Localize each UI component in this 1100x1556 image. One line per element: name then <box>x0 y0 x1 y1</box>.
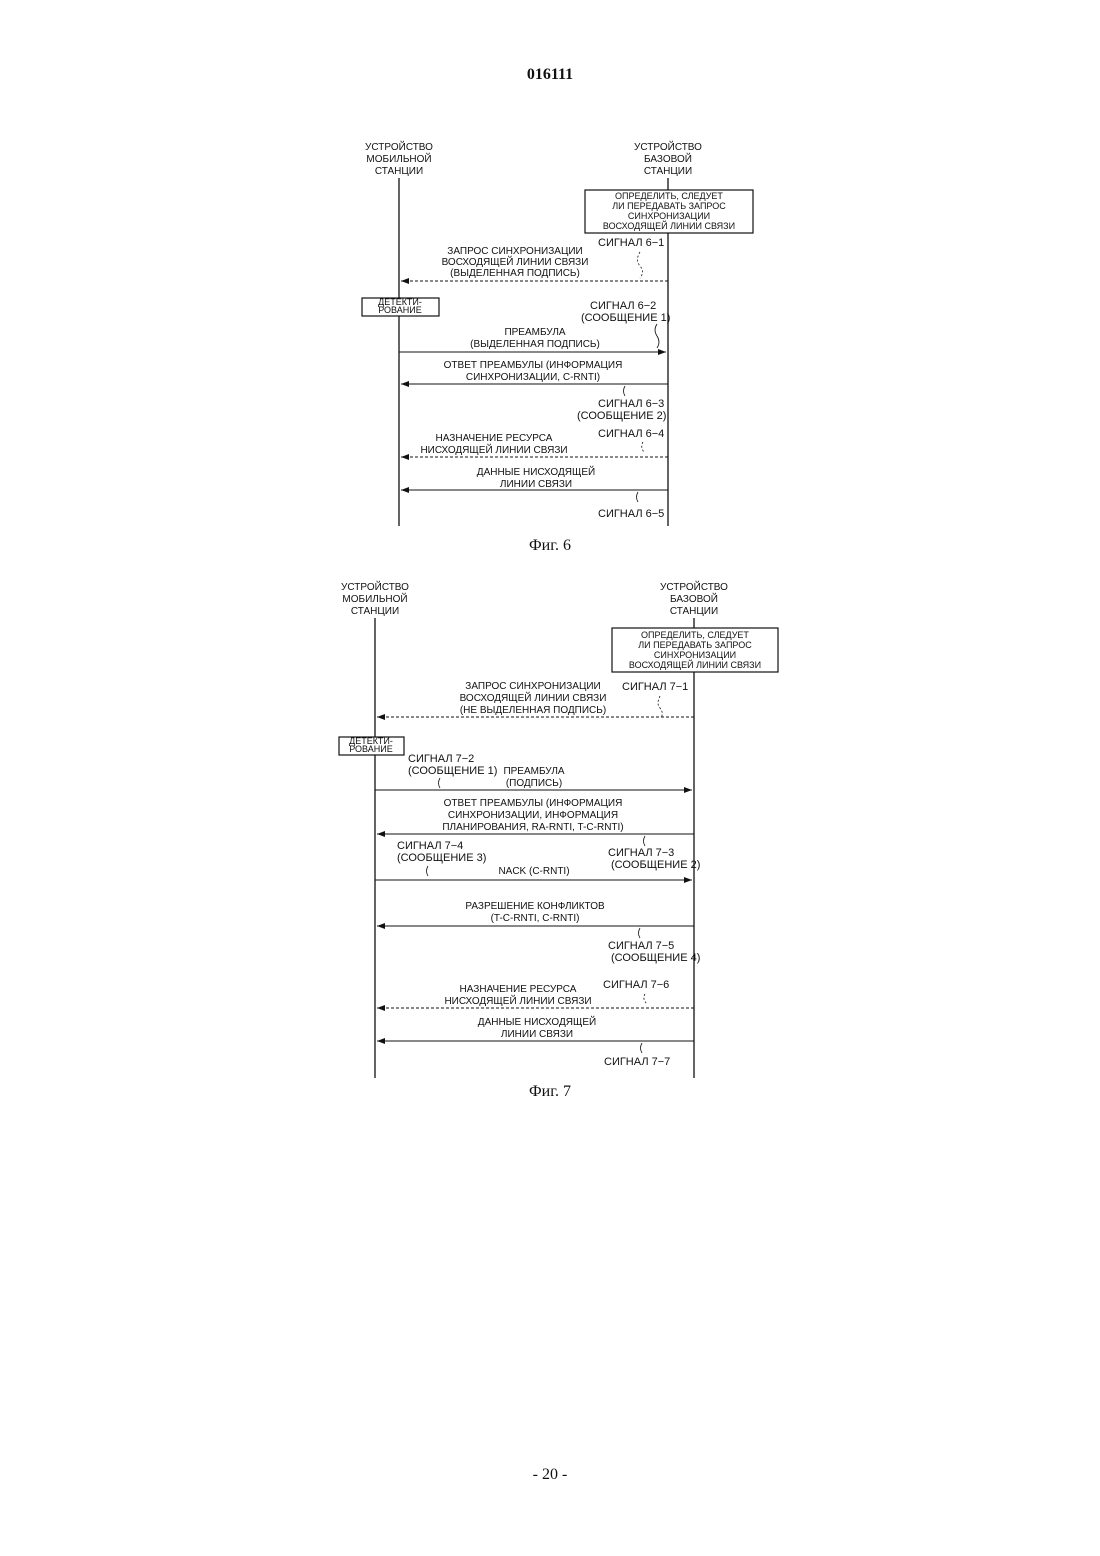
fig7-msg-2: ПРЕАМБУЛА(ПОДПИСЬ) <box>503 766 564 789</box>
fig6-msg-3: ОТВЕТ ПРЕАМБУЛЫ (ИНФОРМАЦИЯСИНХРОНИЗАЦИИ… <box>444 360 623 383</box>
fig7-msg-1: ЗАПРОС СИНХРОНИЗАЦИИВОСХОДЯЩЕЙ ЛИНИИ СВЯ… <box>460 681 607 716</box>
fig6-msg-1: ЗАПРОС СИНХРОНИЗАЦИИВОСХОДЯЩЕЙ ЛИНИИ СВЯ… <box>442 246 589 279</box>
fig7-signal-3: СИГНАЛ 7−3(СООБЩЕНИЕ 2) <box>608 847 700 871</box>
fig7-base-label: УСТРОЙСТВОБАЗОВОЙСТАНЦИИ <box>660 580 728 617</box>
fig6-msg-2: ПРЕАМБУЛА(ВЫДЕЛЕННАЯ ПОДПИСЬ) <box>470 327 600 350</box>
fig6-signal-5: СИГНАЛ 6−5 <box>598 508 664 520</box>
fig6-base-label: УСТРОЙСТВОБАЗОВОЙСТАНЦИИ <box>634 140 702 177</box>
fig7-msg-5: РАЗРЕШЕНИЕ КОНФЛИКТОВ(T-C-RNTI, C-RNTI) <box>465 901 605 924</box>
fig7-signal-6: СИГНАЛ 7−6 <box>603 979 669 991</box>
fig7-caption: Фиг. 7 <box>0 1083 1100 1101</box>
fig6-detect-text: ДЕТЕКТИ-РОВАНИЕ <box>378 297 422 315</box>
page-footer: - 20 - <box>0 1466 1100 1484</box>
fig7-msg-4: NACK (C-RNTI) <box>498 866 569 877</box>
fig7-signal-2: СИГНАЛ 7−2(СООБЩЕНИЕ 1) <box>408 753 497 777</box>
fig6-msg-5: ДАННЫЕ НИСХОДЯЩЕЙЛИНИИ СВЯЗИ <box>477 465 595 490</box>
fig7-msg-6: НАЗНАЧЕНИЕ РЕСУРСАНИСХОДЯЩЕЙ ЛИНИИ СВЯЗИ <box>444 984 591 1007</box>
fig6-signal-2: СИГНАЛ 6−2(СООБЩЕНИЕ 1) <box>581 300 670 324</box>
fig7-msg-7: ДАННЫЕ НИСХОДЯЩЕЙЛИНИИ СВЯЗИ <box>478 1015 596 1040</box>
fig6-msg-4: НАЗНАЧЕНИЕ РЕСУРСАНИСХОДЯЩЕЙ ЛИНИИ СВЯЗИ <box>420 433 567 456</box>
fig7-signal-7: СИГНАЛ 7−7 <box>604 1056 670 1068</box>
fig6-signal-3: СИГНАЛ 6−3(СООБЩЕНИЕ 2) <box>577 398 666 422</box>
figure-6-diagram: УСТРОЙСТВОМОБИЛЬНОЙСТАНЦИИ УСТРОЙСТВОБАЗ… <box>0 0 1100 540</box>
fig7-signal-5: СИГНАЛ 7−5(СООБЩЕНИЕ 4) <box>608 940 700 964</box>
fig7-mobile-label: УСТРОЙСТВОМОБИЛЬНОЙСТАНЦИИ <box>341 580 409 617</box>
fig6-mobile-label: УСТРОЙСТВОМОБИЛЬНОЙСТАНЦИИ <box>365 140 433 177</box>
fig6-caption: Фиг. 6 <box>0 537 1100 555</box>
fig6-signal-4: СИГНАЛ 6−4 <box>598 428 664 440</box>
figure-7-diagram: УСТРОЙСТВОМОБИЛЬНОЙСТАНЦИИ УСТРОЙСТВОБАЗ… <box>0 570 1100 1090</box>
fig7-detect-text: ДЕТЕКТИ-РОВАНИЕ <box>349 736 393 754</box>
fig7-signal-4: СИГНАЛ 7−4(СООБЩЕНИЕ 3) <box>397 840 486 864</box>
fig7-signal-1: СИГНАЛ 7−1 <box>622 681 688 693</box>
fig6-signal-1: СИГНАЛ 6−1 <box>598 237 664 249</box>
fig7-msg-3: ОТВЕТ ПРЕАМБУЛЫ (ИНФОРМАЦИЯСИНХРОНИЗАЦИИ… <box>442 798 623 833</box>
